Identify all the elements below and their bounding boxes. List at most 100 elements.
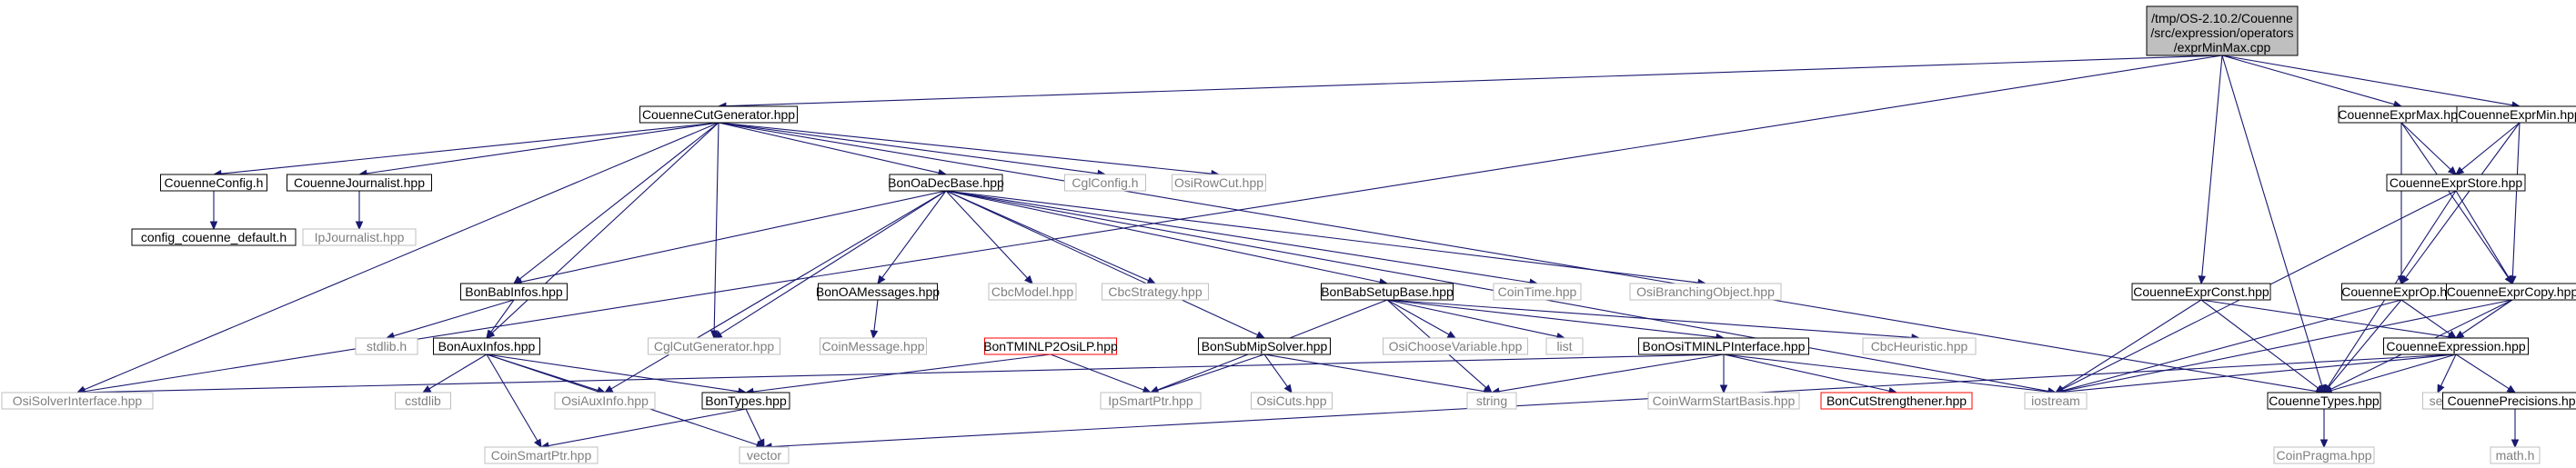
edge-arrowhead xyxy=(2506,384,2517,393)
node-bonoamessages[interactable]: BonOAMessages.hpp xyxy=(816,283,940,301)
node-box xyxy=(820,337,927,355)
node-label: CouenneExprOp.hpp xyxy=(2341,284,2461,299)
node-couenneexprcopy[interactable]: CouenneExprCopy.hpp xyxy=(2446,283,2576,301)
edges-layer xyxy=(75,55,2521,451)
edge-arrowhead xyxy=(2319,439,2329,449)
node-label: set xyxy=(2430,393,2447,408)
node-stdlib: stdlib.h xyxy=(355,337,418,355)
node-coinpragma: CoinPragma.hpp xyxy=(2273,446,2375,464)
node-cstdlib: cstdlib xyxy=(395,392,451,410)
node-couenneexprmin[interactable]: CouenneExprMin.hpp xyxy=(2456,105,2576,124)
edge-BonSubMipSolver-to-OsiCuts xyxy=(1263,353,1288,387)
node-couenneconfig[interactable]: CouenneConfig.h xyxy=(160,174,267,192)
node-couenneexprstore[interactable]: CouenneExprStore.hpp xyxy=(2386,174,2526,192)
node-cbcstrategy: CbcStrategy.hpp xyxy=(1102,283,1209,301)
node-box xyxy=(1321,283,1454,301)
node-box xyxy=(2267,392,2381,410)
edge-CouenneCutGenerator-to-BonBabInfos xyxy=(518,122,719,280)
node-label: CouenneExprConst.hpp xyxy=(2133,284,2269,299)
node-couennecutgenerator[interactable]: CouenneCutGenerator.hpp xyxy=(639,105,798,124)
node-label: CbcModel.hpp xyxy=(991,284,1073,299)
root-node[interactable]: /tmp/OS-2.10.2/Couenne /src/expression/o… xyxy=(2146,5,2299,56)
edge-BonOaDecBase-to-BonBabInfos xyxy=(520,190,947,283)
node-ipsmartptr: IpSmartPtr.hpp xyxy=(1100,392,1202,410)
node-bonbabsetupbase[interactable]: BonBabSetupBase.hpp xyxy=(1321,283,1454,301)
edge-arrowhead xyxy=(2447,330,2458,339)
node-label: CouenneExpression.hpp xyxy=(2386,339,2526,353)
edge-arrowhead xyxy=(1146,276,1157,284)
edge-arrowhead xyxy=(2447,166,2457,175)
edge-BonOaDecBase-to-OsiAuxInfo xyxy=(610,190,947,390)
edge-CouenneExprMin-to-CouenneExprOp xyxy=(2405,122,2521,278)
node-couenneexprmax[interactable]: CouenneExprMax.hpp xyxy=(2338,105,2465,124)
node-label: BonBabInfos.hpp xyxy=(465,284,563,299)
edge-CouenneExprOp-to-CouenneTypes xyxy=(2328,299,2402,388)
edge-BonBabSetupBase-to-OsiChooseVariable xyxy=(1386,299,1450,335)
node-config-couenne[interactable]: config_couenne_default.h xyxy=(131,228,297,246)
edge-BonTypes-to-CoinSmartPtr xyxy=(548,408,747,447)
edge-BonBabInfos-to-BonAuxInfos xyxy=(490,299,515,333)
edge-arrowhead xyxy=(877,274,886,285)
node-bonauxinfos[interactable]: BonAuxInfos.hpp xyxy=(433,337,540,355)
node-boncutstrengthener[interactable]: BonCutStrengthener.hpp xyxy=(1820,392,1973,410)
node-label: CbcHeuristic.hpp xyxy=(1871,339,1968,353)
node-string: string xyxy=(1466,392,1517,410)
node-bontypes[interactable]: BonTypes.hpp xyxy=(701,392,790,410)
node-bontminlp2osilp[interactable]: BonTMINLP2OsiLP.hpp xyxy=(983,337,1118,355)
edge-BonSubMipSolver-to-string xyxy=(1263,353,1485,393)
edge-BonAuxInfos-to-cstdlib xyxy=(428,353,488,390)
node-couenneexpression[interactable]: CouenneExpression.hpp xyxy=(2383,337,2529,355)
edge-arrowhead xyxy=(2454,330,2465,339)
node-label: CouenneExprMin.hpp xyxy=(2458,107,2576,122)
node-couenneexprconst[interactable]: CouenneExprConst.hpp xyxy=(2131,283,2271,301)
node-box xyxy=(302,228,417,246)
edge-arrowhead xyxy=(209,221,218,231)
node-label: BonOsiTMINLPInterface.hpp xyxy=(1643,339,1806,353)
node-box xyxy=(2442,392,2576,410)
edge-BonOaDecBase-to-CglCutGenerator xyxy=(719,190,947,335)
node-box xyxy=(1383,337,1528,355)
node-box xyxy=(1545,337,1584,355)
node-cointime: CoinTime.hpp xyxy=(1493,283,1582,301)
edge-arrowhead xyxy=(2511,439,2520,449)
node-cglcutgenerator: CglCutGenerator.hpp xyxy=(648,337,780,355)
node-math: math.h xyxy=(2490,446,2541,464)
node-box xyxy=(131,228,297,246)
node-bonbabinfos[interactable]: BonBabInfos.hpp xyxy=(460,283,568,301)
edge-CouenneCutGenerator-to-OsiSolverInterface xyxy=(84,122,719,391)
edge-CouenneExpression-to-iostream xyxy=(2062,353,2457,393)
node-box xyxy=(984,337,1117,355)
node-coinwarmstartbasis: CoinWarmStartBasis.hpp xyxy=(1647,392,1800,410)
node-box xyxy=(1466,392,1517,410)
node-label: CouenneExprCopy.hpp xyxy=(2447,284,2576,299)
node-couenneprecisions[interactable]: CouennePrecisions.hpp xyxy=(2442,392,2576,410)
edge-BonOaDecBase-to-CoinTime xyxy=(945,190,1531,284)
root-label-line-3: /exprMinMax.cpp xyxy=(2174,40,2271,55)
node-bonoadecbase[interactable]: BonOaDecBase.hpp xyxy=(888,174,1004,192)
node-label: BonSubMipSolver.hpp xyxy=(1202,339,1328,353)
edge-CouenneExprOp-to-CouenneExpression xyxy=(2400,299,2450,334)
node-couennejournalist[interactable]: CouenneJournalist.hpp xyxy=(287,174,432,192)
node-label: config_couenne_default.h xyxy=(141,230,287,244)
node-box xyxy=(1493,283,1582,301)
edge-CouenneExpression-to-vector xyxy=(770,353,2457,448)
node-box xyxy=(988,283,1077,301)
edge-BonOaDecBase-to-BonBabSetupBase xyxy=(945,190,1381,283)
node-couenneexprop[interactable]: CouenneExprOp.hpp xyxy=(2341,283,2461,301)
node-label: OsiAuxInfo.hpp xyxy=(561,393,649,408)
edge-CouenneCutGenerator-to-CouenneConfig xyxy=(220,122,719,174)
node-box xyxy=(701,392,790,410)
node-label: CoinTime.hpp xyxy=(1498,284,1577,299)
edge-CouenneExprMax-to-CouenneExprStore xyxy=(2400,122,2451,170)
node-label: CoinWarmStartBasis.hpp xyxy=(1653,393,1796,408)
node-box xyxy=(2456,105,2576,124)
edge-BonBabInfos-to-stdlib xyxy=(393,299,515,337)
node-label: OsiRowCut.hpp xyxy=(1174,175,1263,190)
node-bonsubmipsolver[interactable]: BonSubMipSolver.hpp xyxy=(1198,337,1331,355)
node-bonositminlpinterface[interactable]: BonOsiTMINLPInterface.hpp xyxy=(1638,337,1809,355)
edge-BonTMINLP2OsiLP-to-IpSmartPtr xyxy=(1050,353,1144,391)
node-osirowcut: OsiRowCut.hpp xyxy=(1172,174,1266,192)
node-couennetypes[interactable]: CouenneTypes.hpp xyxy=(2267,392,2381,410)
node-box xyxy=(1198,337,1331,355)
